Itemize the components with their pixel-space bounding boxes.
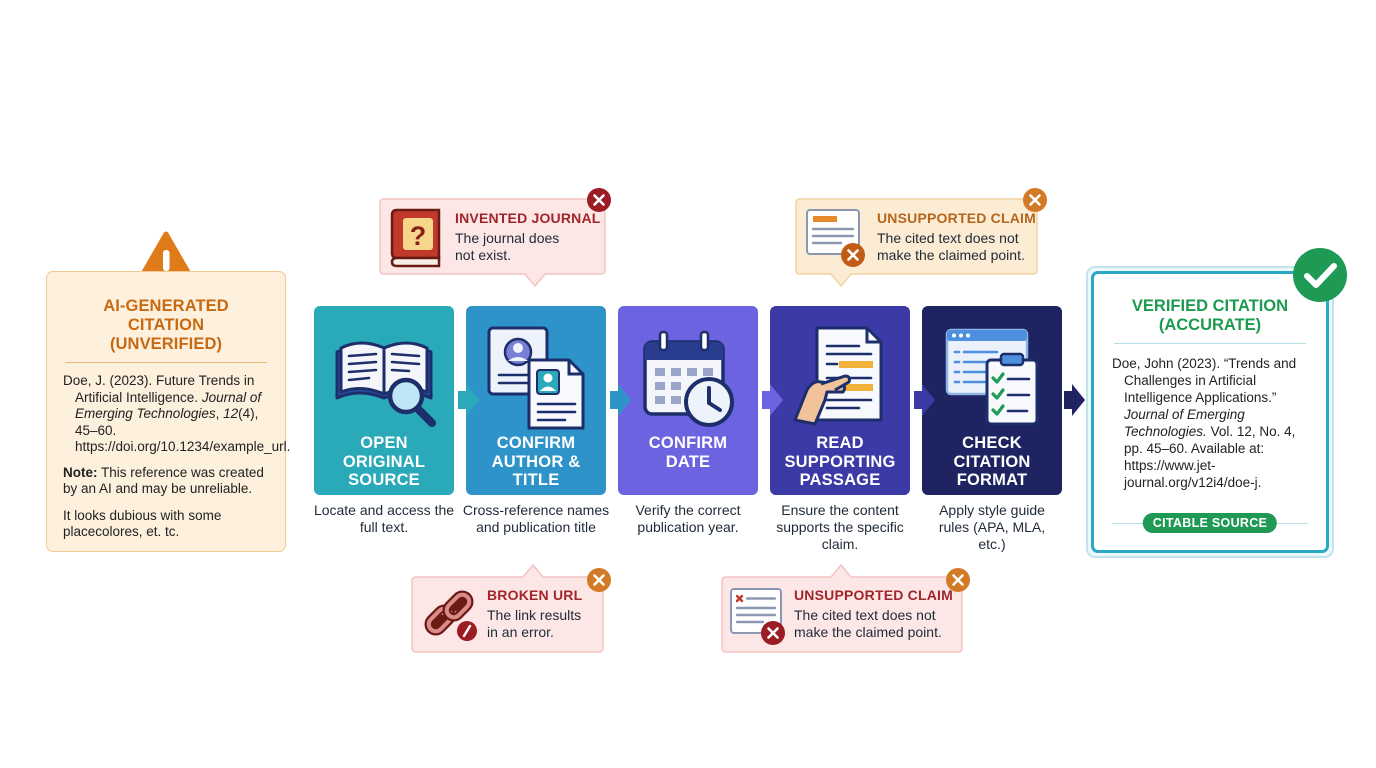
unverified-card-title: AI-GENERATED CITATION (UNVERIFIED): [103, 297, 229, 353]
error-broken-url: BROKEN URL The link results in an error.: [411, 577, 604, 652]
verified-card-title: VERIFIED CITATION (ACCURATE): [1131, 297, 1289, 334]
error-unsupported-claim-top: UNSUPPORTED CLAIM The cited text does no…: [795, 198, 1038, 276]
book-magnifier-icon: [335, 341, 436, 427]
error-x-icon: [946, 568, 970, 592]
step-label: CHECK CITATION FORMAT: [953, 434, 1031, 489]
error-title: BROKEN URL: [487, 587, 583, 603]
step-description: Ensure the content supports the specific…: [776, 502, 904, 552]
step-description: Locate and access the full text.: [313, 502, 455, 535]
divider: [1114, 343, 1306, 344]
unverified-note: Note: This reference was created by an A…: [63, 464, 264, 497]
error-x-icon: [587, 568, 611, 592]
question-book-icon: ?: [390, 208, 441, 268]
arrow-right-icon: [610, 384, 631, 416]
error-title: UNSUPPORTED CLAIM: [794, 587, 953, 603]
id-cards-icon: [487, 326, 585, 430]
hand-document-icon: [793, 326, 883, 426]
arrow-right-icon: [458, 384, 479, 416]
error-body: The cited text does not make the claimed…: [794, 607, 942, 640]
step-confirm-date: CONFIRM DATE: [618, 306, 758, 495]
error-x-icon: [587, 188, 611, 212]
error-body: The cited text does not make the claimed…: [877, 230, 1025, 263]
arrow-right-icon: [914, 384, 935, 416]
divider: [65, 362, 267, 363]
step-description: Verify the correct publication year.: [635, 502, 741, 535]
error-x-icon: [1023, 188, 1047, 212]
step-description: Cross-reference names and publication ti…: [462, 502, 610, 535]
step-check-citation-format: CHECK CITATION FORMAT: [922, 306, 1062, 495]
arrow-right-icon: [762, 384, 783, 416]
unverified-citation-card: AI-GENERATED CITATION (UNVERIFIED) Doe, …: [46, 271, 291, 552]
broken-link-icon: [424, 590, 477, 641]
error-title: INVENTED JOURNAL: [455, 210, 601, 226]
step-confirm-author-title: CONFIRM AUTHOR & TITLE: [466, 306, 606, 495]
verified-citation-card: VERIFIED CITATION (ACCURATE) Doe, John (…: [1091, 271, 1329, 553]
verified-citation-text: Doe, John (2023). “Trends and Challenges…: [1112, 356, 1297, 490]
citable-source-badge: CITABLE SOURCE: [1142, 513, 1278, 533]
check-circle-icon: [1293, 248, 1347, 302]
unverified-citation-text: Doe, J. (2023). Future Trends in Artific…: [63, 373, 291, 454]
step-label: CONFIRM AUTHOR & TITLE: [491, 434, 581, 489]
error-body: The link results in an error.: [487, 607, 582, 640]
step-label: CONFIRM DATE: [648, 434, 728, 471]
arrow-right-icon: [1064, 384, 1085, 416]
step-open-original-source: OPEN ORIGINAL SOURCE: [314, 306, 454, 495]
citable-source-row: CITABLE SOURCE: [1112, 513, 1308, 535]
format-checklist-icon: [945, 328, 1039, 426]
step-label: OPEN ORIGINAL SOURCE: [342, 434, 426, 489]
error-title: UNSUPPORTED CLAIM: [877, 210, 1036, 226]
document-error-icon: [730, 588, 785, 645]
document-error-icon: [806, 209, 865, 267]
unverified-extra-text: It looks dubious with some placecolores,…: [63, 507, 222, 540]
step-label: READ SUPPORTING PASSAGE: [784, 434, 896, 489]
error-unsupported-claim-bottom: UNSUPPORTED CLAIM The cited text does no…: [721, 577, 963, 652]
step-description: Apply style guide rules (APA, MLA, etc.): [938, 502, 1046, 552]
calendar-clock-icon: [643, 330, 734, 427]
error-invented-journal: ? INVENTED JOURNAL The journal does not …: [379, 198, 606, 276]
step-read-supporting-passage: READ SUPPORTING PASSAGE: [770, 306, 910, 495]
error-body: The journal does not exist.: [455, 230, 560, 263]
svg-text:?: ?: [410, 221, 427, 251]
